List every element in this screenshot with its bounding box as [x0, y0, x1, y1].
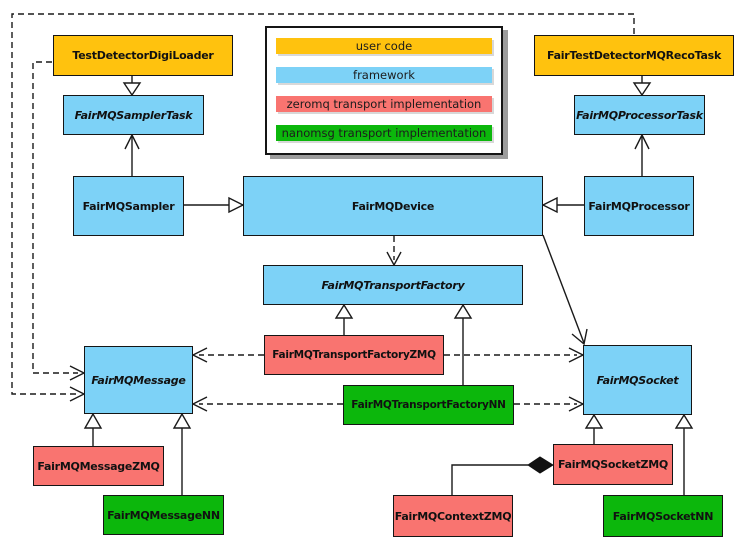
node-fairmq-message-nn: FairMQMessageNN — [103, 495, 224, 535]
legend-item-user-code: user code — [276, 38, 492, 54]
node-fairmq-socket-zmq: FairMQSocketZMQ — [553, 444, 673, 485]
node-fairmq-processor-task: FairMQProcessorTask — [574, 95, 705, 135]
legend: user code framework zeromq transport imp… — [265, 26, 503, 155]
node-fairmq-device: FairMQDevice — [243, 176, 543, 236]
edge-recotask-processortask-generalization — [632, 76, 652, 97]
edge-sampler-samplertask-association — [124, 133, 140, 176]
node-test-detector-digi-loader: TestDetectorDigiLoader — [53, 35, 233, 76]
edge-factorynn-message-dependency — [191, 396, 343, 412]
edge-factoryzmq-message-dependency — [191, 347, 264, 363]
node-fairmq-transport-factory-nn: FairMQTransportFactoryNN — [343, 385, 514, 425]
edge-socketzmq-contextzmq-composition — [451, 456, 554, 495]
edge-socketnn-socket-generalization — [674, 413, 694, 495]
node-fair-test-detector-mq-reco-task: FairTestDetectorMQRecoTask — [534, 35, 734, 76]
edge-socketzmq-socket-generalization — [584, 413, 604, 444]
edge-factoryzmq-factory-generalization — [334, 303, 354, 335]
edge-factorynn-socket-dependency — [514, 396, 585, 412]
edge-device-socket-association — [542, 234, 588, 346]
node-fairmq-sampler-task: FairMQSamplerTask — [63, 95, 204, 135]
edge-messagezmq-message-generalization — [83, 412, 103, 446]
legend-item-framework: framework — [276, 67, 492, 83]
edge-digiloader-samplertask-generalization — [122, 76, 142, 97]
edge-sampler-device-generalization — [184, 196, 245, 214]
node-fairmq-transport-factory: FairMQTransportFactory — [263, 265, 523, 305]
node-fairmq-transport-factory-zmq: FairMQTransportFactoryZMQ — [264, 335, 444, 375]
edge-processor-device-generalization — [541, 196, 584, 214]
node-fairmq-message-zmq: FairMQMessageZMQ — [33, 446, 164, 486]
edge-factoryzmq-socket-dependency — [444, 347, 585, 363]
legend-item-zeromq: zeromq transport implementation — [276, 96, 492, 112]
edge-factorynn-factory-generalization — [453, 303, 473, 385]
node-fairmq-message: FairMQMessage — [84, 346, 193, 414]
node-fairmq-socket-nn: FairMQSocketNN — [603, 495, 723, 537]
node-fairmq-sampler: FairMQSampler — [73, 176, 184, 236]
node-fairmq-processor: FairMQProcessor — [584, 176, 694, 236]
legend-item-nanomsg: nanomsg transport implementation — [276, 125, 492, 141]
edge-device-factory-dependency — [386, 236, 402, 267]
edge-processor-processortask-association — [634, 133, 650, 176]
node-fairmq-context-zmq: FairMQContextZMQ — [393, 495, 513, 537]
node-fairmq-socket: FairMQSocket — [583, 345, 692, 415]
edge-messagenn-message-generalization — [172, 412, 192, 495]
